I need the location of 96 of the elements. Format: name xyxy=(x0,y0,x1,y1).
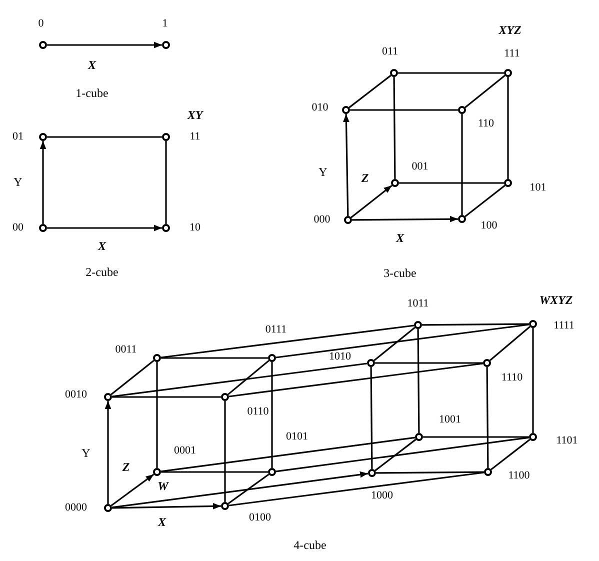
cube-edge xyxy=(393,77,396,179)
cube-edge xyxy=(160,324,414,358)
arrow xyxy=(104,401,112,504)
cube-edge xyxy=(110,360,154,396)
cube-caption: 1-cube xyxy=(76,87,108,99)
cube-edge xyxy=(276,324,530,358)
vertex-label: 01 xyxy=(12,132,24,142)
cube-edge xyxy=(161,471,268,473)
cube-edge xyxy=(348,74,392,108)
cube-edge xyxy=(370,367,373,469)
vertex-label: 0011 xyxy=(114,344,138,356)
axis-label: X xyxy=(98,240,106,252)
cube-edge xyxy=(165,141,167,224)
vertex-label: 101 xyxy=(528,182,548,194)
axis-label: X xyxy=(158,516,166,528)
cube-edge xyxy=(161,357,268,359)
cube-edge xyxy=(47,136,162,138)
arrow xyxy=(110,474,154,506)
cube-edge xyxy=(112,396,221,398)
vertex-label: 1100 xyxy=(507,470,531,482)
vertex-label: 111 xyxy=(503,48,521,60)
axis-label: Z xyxy=(361,172,369,184)
cube-edge xyxy=(464,184,506,218)
vertex-label: 1000 xyxy=(370,490,394,502)
cube-edge xyxy=(228,472,484,506)
vertex-label: 1011 xyxy=(406,298,430,310)
axis-label: X xyxy=(88,59,96,71)
axis-label: X xyxy=(396,232,404,244)
cube-edge xyxy=(112,362,368,398)
axis-label: Z xyxy=(122,461,130,473)
vertex-label: 110 xyxy=(476,118,496,130)
cube-edge xyxy=(461,114,463,215)
vertex-label: 11 xyxy=(188,132,202,142)
cube-edge xyxy=(422,323,529,326)
vertex-label: 011 xyxy=(380,46,400,58)
cube-edge xyxy=(228,474,270,504)
cube-edge xyxy=(374,326,416,362)
vertex-label: 00 xyxy=(12,222,24,234)
vertex-label: 0000 xyxy=(64,502,88,514)
vertex-label: 010 xyxy=(310,102,330,114)
cube-edge xyxy=(228,360,270,396)
arrow xyxy=(47,42,162,48)
vertex-label: 0001 xyxy=(173,446,197,456)
cube-edge xyxy=(464,74,506,108)
cube-edge xyxy=(156,362,158,468)
vertex-label: 0 xyxy=(37,18,45,30)
cube-caption: Y xyxy=(14,176,22,188)
cube-edge xyxy=(423,436,529,438)
cube-edge xyxy=(417,329,420,433)
vertex-label: 000 xyxy=(312,214,332,226)
vertex-label: 1 xyxy=(161,18,169,30)
cube-caption: 3-cube xyxy=(384,267,416,279)
arrow xyxy=(112,471,368,508)
arrow xyxy=(352,216,458,222)
arrow xyxy=(40,141,46,224)
cube-edge xyxy=(399,182,504,184)
cube-edge xyxy=(224,401,226,502)
cube-edge xyxy=(486,367,489,468)
cube-edge xyxy=(376,471,484,474)
vertex-label: 1111 xyxy=(552,320,576,332)
axis-label: XYZ xyxy=(498,24,522,36)
vertex-label: 001 xyxy=(410,162,430,172)
cube-edge xyxy=(490,326,530,362)
arrow xyxy=(112,503,222,510)
vertex-label: 0101 xyxy=(285,432,309,442)
cube-caption: Y xyxy=(318,166,328,178)
cube-edge xyxy=(398,72,504,74)
cube-edge xyxy=(375,362,483,364)
cube-caption: 4-cube xyxy=(294,539,326,551)
cube-caption: 2-cube xyxy=(86,266,118,278)
cube-edge xyxy=(490,438,530,470)
vertex-label: 1001 xyxy=(438,414,462,426)
arrow xyxy=(47,224,162,232)
vertex-label: 100 xyxy=(480,220,498,232)
axis-label: W xyxy=(158,480,168,492)
cube-edge xyxy=(532,328,534,433)
vertex-label: 0100 xyxy=(248,512,272,524)
arrow xyxy=(350,184,392,218)
cube-edge xyxy=(271,362,273,468)
vertex-label: 0110 xyxy=(246,406,270,418)
vertex-label: 1110 xyxy=(500,372,524,384)
cube-edge xyxy=(160,436,416,472)
vertex-label: 1010 xyxy=(328,352,352,362)
cube-edge xyxy=(228,362,484,398)
vertex-label: 1101 xyxy=(555,436,579,446)
cube-edge xyxy=(276,436,530,472)
axis-label: WXYZ xyxy=(539,294,573,306)
vertex-label: 0111 xyxy=(264,324,288,336)
cube-caption: Y xyxy=(82,447,90,459)
cube-edge xyxy=(374,438,416,472)
vertex-label: 0010 xyxy=(64,390,88,400)
cube-edge xyxy=(507,77,509,179)
arrow xyxy=(343,114,350,216)
cube-edge xyxy=(350,109,458,111)
axis-label: XY xyxy=(187,109,203,121)
vertex-label: 10 xyxy=(188,222,202,234)
